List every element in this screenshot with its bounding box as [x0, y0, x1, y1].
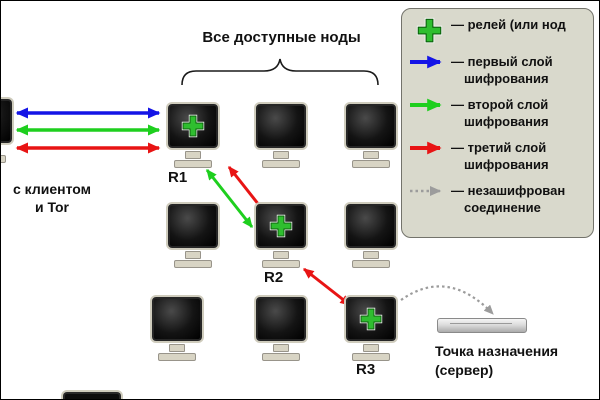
legend-text-line2: шифрования — [464, 157, 549, 172]
destination-label-line2: (сервер) — [435, 362, 494, 378]
relay-cross-icon — [407, 17, 451, 44]
destination-label: Точка назначения (сервер) — [435, 342, 558, 380]
legend-item-first-layer: — первый слой шифрования — [407, 53, 591, 87]
monitor-base — [158, 353, 196, 361]
node-monitor — [150, 297, 204, 361]
client-computer — [1, 99, 14, 163]
monitor-base — [262, 160, 300, 168]
monitor-stand — [363, 151, 379, 159]
client-label-line1: с клиентом — [13, 181, 91, 197]
monitor-base — [174, 260, 212, 268]
legend-text: — незашифрован соединение — [451, 182, 565, 216]
legend-text: — второй слой шифрования — [451, 96, 549, 130]
monitor-stand — [185, 251, 201, 259]
monitor-stand — [273, 151, 289, 159]
monitor-base — [352, 260, 390, 268]
client-label-line2: и Tor — [34, 199, 69, 215]
node-monitor — [344, 204, 398, 268]
destination-label-line1: Точка назначения — [435, 343, 559, 359]
monitor-base — [352, 160, 390, 168]
brace — [181, 58, 379, 86]
relay-node-r3 — [344, 297, 398, 361]
monitor-base — [352, 353, 390, 361]
relay-label-r3: R3 — [356, 361, 376, 378]
node-monitor — [254, 297, 308, 361]
monitor-base — [262, 353, 300, 361]
node-monitor — [166, 204, 220, 268]
relay-node-r1 — [166, 104, 220, 168]
legend-text: — релей (или нод — [451, 16, 566, 33]
monitor-screen — [256, 297, 306, 341]
legend-text-line1: — незашифрован — [451, 183, 566, 198]
monitor-stand — [273, 344, 289, 352]
monitor-stand — [169, 344, 185, 352]
legend-text: — третий слой шифрования — [451, 139, 549, 173]
diagram-title: Все доступные ноды — [202, 29, 361, 46]
legend-item-third-layer: — третий слой шифрования — [407, 139, 591, 173]
monitor-screen — [168, 204, 218, 248]
unencrypted-arrow — [400, 285, 494, 315]
monitor-screen — [152, 297, 202, 341]
monitor-screen — [256, 204, 306, 248]
client-label: с клиентом и Tor — [1, 180, 103, 216]
legend-text-line1: — релей (или нод — [451, 17, 566, 32]
relay-cross-icon — [348, 299, 394, 339]
monitor-screen — [256, 104, 306, 148]
legend-item-second-layer: — второй слой шифрования — [407, 96, 591, 130]
node-monitor — [254, 104, 308, 168]
monitor-base — [1, 155, 6, 163]
legend-item-relay: — релей (или нод — [407, 16, 591, 44]
monitor-screen — [346, 104, 396, 148]
legend: — релей (или нод — первый слой шифровани… — [401, 8, 594, 238]
red-arrow-icon — [407, 140, 451, 156]
legend-text-line2: соединение — [464, 200, 541, 215]
legend-text-line1: — первый слой — [451, 54, 553, 69]
legend-text-line1: — третий слой — [451, 140, 547, 155]
monitor-stand — [273, 251, 289, 259]
dotted-arrow-icon — [407, 183, 451, 199]
monitor-stand — [363, 344, 379, 352]
blue-arrow-icon — [407, 54, 451, 70]
monitor-stand — [363, 251, 379, 259]
node-monitor — [344, 104, 398, 168]
relay-label-r2: R2 — [264, 269, 284, 286]
monitor-screen — [168, 104, 218, 148]
monitor-base — [262, 260, 300, 268]
relay-label-r1: R1 — [168, 169, 188, 186]
server-icon — [437, 318, 527, 333]
monitor-screen — [346, 204, 396, 248]
relay-node-r2 — [254, 204, 308, 268]
relay-cross-icon — [258, 206, 304, 246]
green-arrow-icon — [407, 97, 451, 113]
legend-item-unencrypted: — незашифрован соединение — [407, 182, 591, 216]
monitor-screen — [346, 297, 396, 341]
relay-cross-icon — [170, 106, 216, 146]
legend-text: — первый слой шифрования — [451, 53, 553, 87]
legend-text-line2: шифрования — [464, 114, 549, 129]
partial-monitor — [63, 392, 121, 399]
legend-text-line2: шифрования — [464, 71, 549, 86]
monitor-stand — [185, 151, 201, 159]
monitor-screen — [1, 99, 12, 143]
monitor-base — [174, 160, 212, 168]
legend-text-line1: — второй слой — [451, 97, 549, 112]
